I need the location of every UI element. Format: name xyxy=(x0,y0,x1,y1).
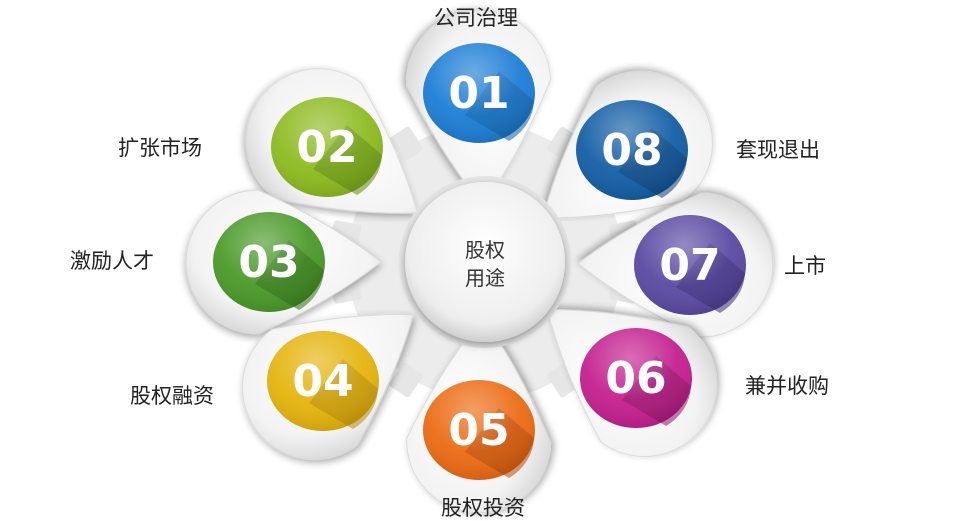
number-disc: 05 xyxy=(423,380,535,480)
petal-number: 04 xyxy=(292,356,353,407)
center-label: 股权 用途 xyxy=(433,236,537,292)
label-talent-incentive: 激励人才 xyxy=(70,249,154,273)
label-equity-financing: 股权融资 xyxy=(130,384,214,408)
petal-07: 07 xyxy=(577,192,774,338)
number-disc-shine xyxy=(423,43,535,143)
label-equity-investment: 股权投资 xyxy=(441,496,525,520)
number-disc: 08 xyxy=(576,100,688,200)
petal-03: 03 xyxy=(185,189,382,335)
number-disc-shine xyxy=(271,97,383,197)
petal-number: 07 xyxy=(659,240,720,291)
petal-number: 06 xyxy=(605,353,666,404)
petal-02: 02 xyxy=(245,68,419,214)
petal-number: 05 xyxy=(448,405,509,456)
petal-05: 05 xyxy=(406,317,552,514)
gear-tooth xyxy=(389,362,423,398)
petal-layer: 02 08 03 07 04 06 01 05 xyxy=(185,9,774,514)
center-label-line1: 股权 xyxy=(465,238,505,262)
petal-08: 08 xyxy=(542,71,714,219)
petal-number: 02 xyxy=(296,122,357,173)
number-disc: 03 xyxy=(213,212,325,312)
number-disc: 01 xyxy=(423,43,535,143)
number-disc-shine xyxy=(576,100,688,200)
number-disc-shine xyxy=(213,212,325,312)
gear-tooth xyxy=(389,126,423,162)
petal-number: 08 xyxy=(601,125,662,176)
label-cash-out-exit: 套现退出 xyxy=(736,138,820,162)
number-disc: 07 xyxy=(634,215,746,315)
label-market-expansion: 扩张市场 xyxy=(118,136,202,160)
petal-06: 06 xyxy=(546,309,718,458)
center-hub-disc xyxy=(405,182,565,342)
number-disc: 06 xyxy=(580,328,692,428)
number-disc-shine xyxy=(634,215,746,315)
center-label-line2: 用途 xyxy=(465,266,505,290)
petal-number: 03 xyxy=(238,237,299,288)
number-disc: 04 xyxy=(267,331,379,431)
label-corporate-governance: 公司治理 xyxy=(434,6,518,30)
number-disc-shine xyxy=(423,380,535,480)
number-disc-shine xyxy=(267,331,379,431)
petal-number: 01 xyxy=(448,68,509,119)
number-disc-shine xyxy=(580,328,692,428)
label-ipo: 上市 xyxy=(784,254,826,278)
center-hub xyxy=(399,176,571,348)
number-disc: 02 xyxy=(271,97,383,197)
label-merger-acquisition: 兼并收购 xyxy=(745,374,829,398)
petal-04: 04 xyxy=(241,313,414,460)
petal-01: 01 xyxy=(406,9,552,206)
